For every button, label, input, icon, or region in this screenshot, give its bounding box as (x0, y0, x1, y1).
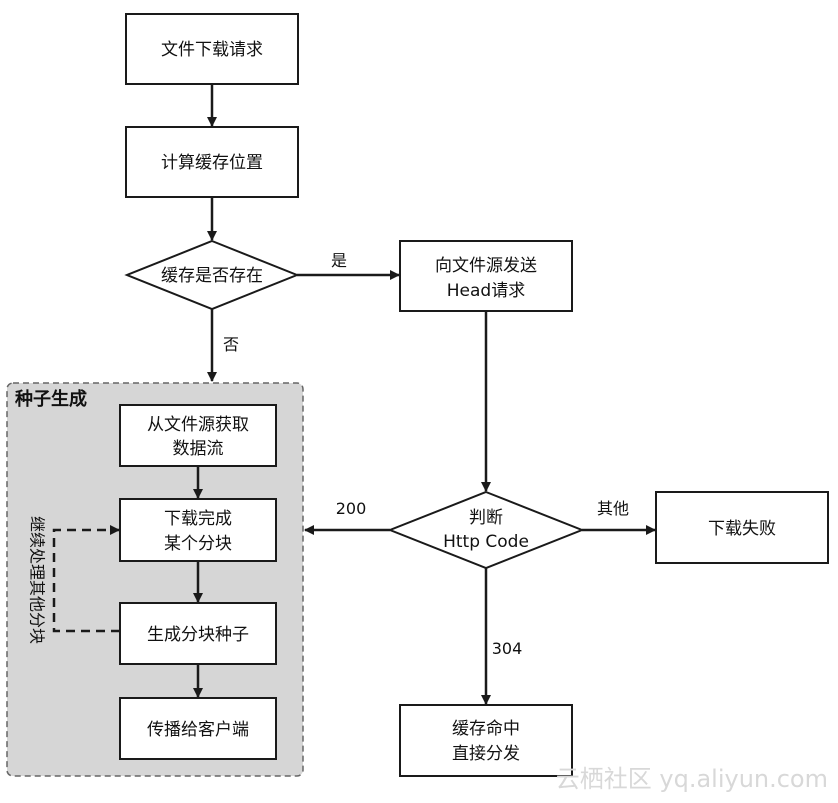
cache-exists-label: 缓存是否存在 (161, 266, 263, 286)
edge-label-other: 其他 (597, 499, 629, 518)
download-request-label: 文件下载请求 (161, 40, 263, 60)
edge-label-loop: 继续处理其他分块 (28, 516, 47, 644)
cache-hit-label-line1: 缓存命中 (452, 719, 520, 739)
send-head-request-box (399, 240, 573, 312)
arrow-loop-back (52, 525, 120, 633)
cache-hit-box (399, 704, 573, 777)
fetch-stream-label-line1: 从文件源获取 (147, 415, 249, 435)
send-head-request-label-line1: 向文件源发送 (435, 256, 537, 276)
fetch-stream-label-line2: 数据流 (173, 439, 224, 459)
edge-label-200: 200 (336, 499, 367, 518)
judge-label-line2: Http Code (443, 532, 529, 552)
download-request-box (125, 13, 299, 85)
block-done-box (119, 498, 277, 562)
download-failed-box (655, 491, 829, 564)
judge-http-code-decision (387, 490, 585, 570)
send-head-request-label-line2: Head请求 (447, 281, 525, 301)
seed-generation-title: 种子生成 (14, 388, 87, 410)
cache-hit-label-line2: 直接分发 (452, 744, 520, 764)
edge-label-yes: 是 (331, 251, 347, 270)
propagate-client-box (119, 697, 277, 760)
watermark: 云栖社区 yq.aliyun.com (556, 765, 828, 793)
generate-seed-box (119, 602, 277, 665)
edge-label-304: 304 (492, 639, 523, 658)
download-failed-label: 下载失败 (708, 519, 776, 539)
fetch-stream-box (119, 404, 277, 467)
compute-cache-location-label: 计算缓存位置 (161, 153, 263, 173)
propagate-client-label: 传播给客户端 (147, 720, 249, 740)
judge-label-line1: 判断 (469, 508, 503, 528)
block-done-label-line1: 下载完成 (164, 509, 232, 529)
edge-label-no: 否 (223, 335, 239, 354)
block-done-label-line2: 某个分块 (164, 534, 232, 554)
seed-generation-group (6, 382, 304, 777)
generate-seed-label: 生成分块种子 (147, 625, 249, 645)
